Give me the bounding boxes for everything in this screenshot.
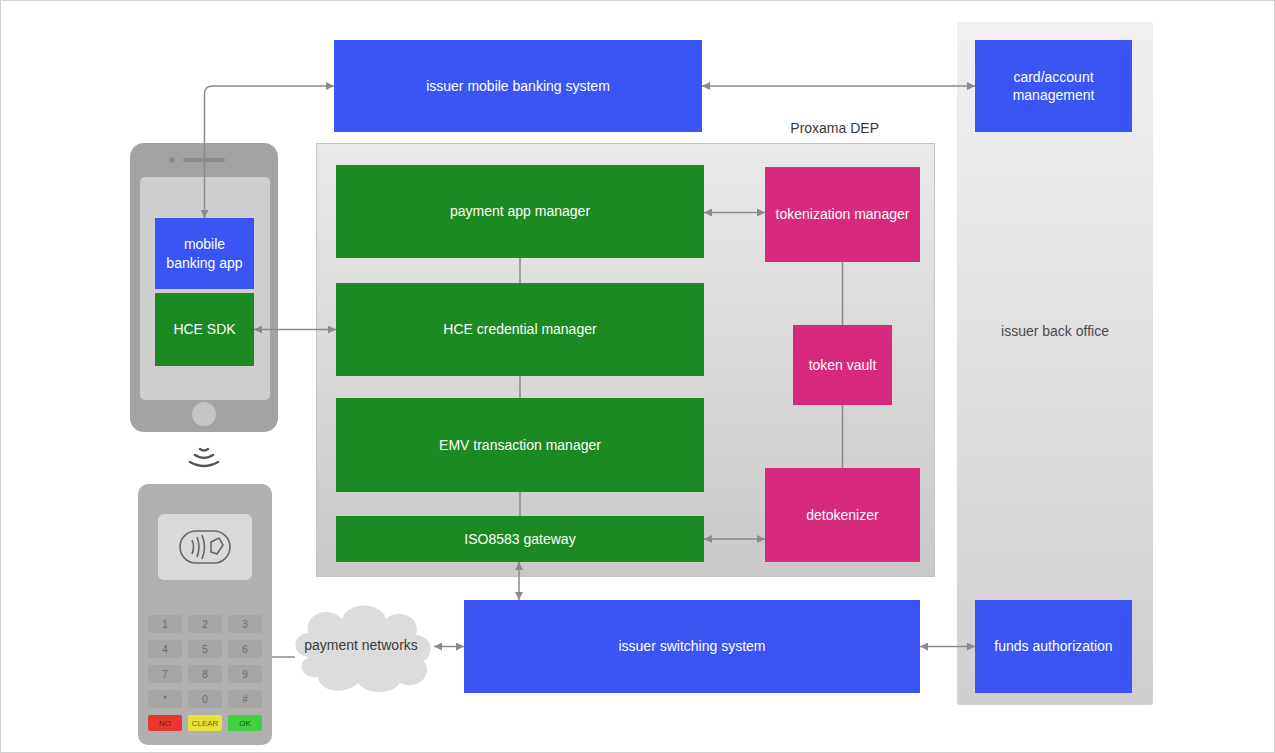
platform-region: Proxama DEPpayment app managerHCE creden… — [316, 143, 935, 577]
connector — [254, 329, 336, 331]
node-label: funds authorization — [994, 637, 1112, 655]
keypad-key: 4 — [148, 640, 182, 658]
keypad-key: # — [228, 690, 262, 708]
phone-camera — [169, 157, 175, 163]
connector — [920, 646, 975, 648]
wireless-waves — [190, 449, 218, 466]
keypad-key: 5 — [188, 640, 222, 658]
node-label: issuer mobile banking system — [426, 77, 610, 95]
node-label: mobile banking app — [161, 235, 248, 271]
contactless-symbol — [180, 531, 230, 563]
nfc-panel — [158, 514, 252, 580]
node-label: card/account management — [981, 68, 1126, 104]
node-label: EMV transaction manager — [439, 436, 601, 454]
phone-home-button — [192, 402, 216, 426]
payment-terminal — [138, 484, 272, 745]
token-box: detokenizer — [765, 468, 920, 562]
keypad-key: 0 — [188, 690, 222, 708]
region-title: Proxama DEP — [790, 119, 879, 137]
connector — [702, 85, 975, 87]
system-box: card/account management — [975, 40, 1132, 132]
process-box: HCE credential manager — [336, 283, 704, 376]
connector — [518, 562, 520, 600]
terminal-link — [272, 656, 295, 658]
token-box: tokenization manager — [765, 167, 920, 262]
process-box: ISO8583 gateway — [336, 516, 704, 562]
connector — [842, 405, 844, 468]
keypad-key: 7 — [148, 665, 182, 683]
token-box: token vault — [793, 325, 892, 405]
connector — [519, 258, 521, 283]
keypad-key: 1 — [148, 615, 182, 633]
keypad-key: 9 — [228, 665, 262, 683]
keypad-key: 2 — [188, 615, 222, 633]
function-key: OK — [228, 715, 262, 731]
sdk-box: HCE SDK — [155, 293, 254, 366]
network-cloud: payment networks — [288, 595, 434, 695]
connector — [704, 212, 765, 214]
node-label: payment networks — [304, 636, 418, 654]
phone-screen — [140, 177, 270, 400]
connector — [434, 646, 464, 648]
phone-speaker — [183, 158, 225, 162]
function-key: NO — [148, 715, 182, 731]
system-box: funds authorization — [975, 600, 1132, 693]
node-label: token vault — [809, 356, 877, 374]
node-label: payment app manager — [450, 202, 590, 220]
connector — [704, 538, 765, 540]
keypad-key: 8 — [188, 665, 222, 683]
app-box: mobile banking app — [155, 218, 254, 289]
node-label: issuer switching system — [618, 637, 765, 655]
node-label: tokenization manager — [776, 205, 910, 223]
function-key: CLEAR — [188, 715, 222, 731]
connector — [205, 86, 335, 218]
connector — [519, 376, 521, 398]
node-label: detokenizer — [806, 506, 878, 524]
node-label: HCE credential manager — [443, 320, 596, 338]
connector — [842, 262, 844, 325]
node-label: HCE SDK — [173, 320, 235, 338]
phone-body — [130, 143, 278, 432]
process-box: EMV transaction manager — [336, 398, 704, 492]
back-office-band: issuer back office card/account managemen… — [957, 22, 1153, 705]
keypad-key: 3 — [228, 615, 262, 633]
system-box: issuer switching system — [464, 600, 920, 693]
node-label: issuer back office — [1001, 322, 1109, 340]
node-label: ISO8583 gateway — [464, 530, 575, 548]
connector — [519, 492, 521, 516]
keypad-key: 6 — [228, 640, 262, 658]
system-box: issuer mobile banking system — [334, 40, 702, 132]
process-box: payment app manager — [336, 165, 704, 258]
keypad-key: * — [148, 690, 182, 708]
